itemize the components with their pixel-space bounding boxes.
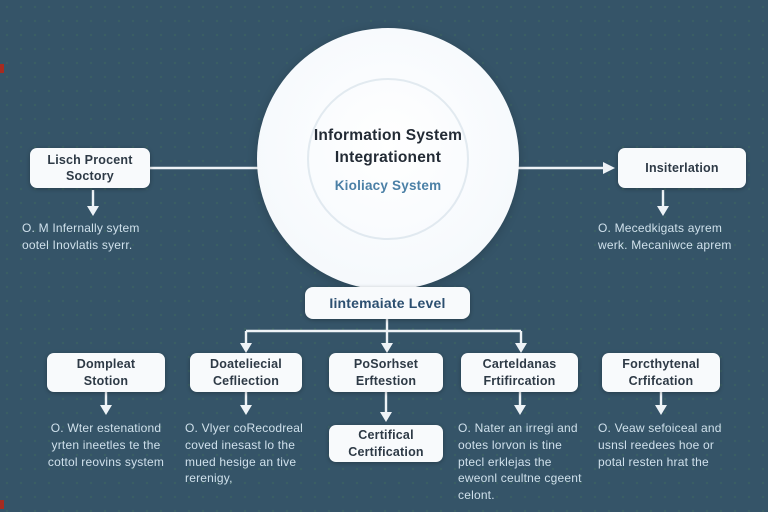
arrow-down-icon (240, 343, 252, 353)
central-circle: Information System Integrationent Kiolia… (257, 28, 519, 290)
node-bottom-4-label: Carteldanas Frtifircation (482, 357, 557, 388)
arrow-right-icon (603, 162, 615, 174)
node-certification-sub: Certifical Certification (329, 425, 443, 462)
node-bottom-2: Doateliecial Cefliection (190, 353, 302, 392)
arrow-down-icon (380, 412, 392, 422)
caption-bottom-1: O. Wter estenationd yrten ineetles te th… (47, 421, 165, 469)
inner-ring (307, 78, 469, 240)
node-bottom-4: Carteldanas Frtifircation (461, 353, 578, 392)
node-bottom-1-label: Dompleat Stotion (76, 357, 136, 388)
node-bottom-5-label: Forcthytenal Crfifcation (622, 357, 700, 388)
node-bottom-1: Dompleat Stotion (47, 353, 165, 392)
node-left-label: Lisch Procent Soctory (47, 152, 133, 183)
intermediate-level-box: Iintemaiate Level (305, 287, 470, 319)
node-right-label: Insiterlation (645, 160, 719, 175)
arrow-down-icon (381, 343, 393, 353)
arrow-down-icon (657, 206, 669, 216)
arrow-down-icon (515, 343, 527, 353)
node-certification-sub-label: Certifical Certification (348, 428, 424, 459)
caption-bottom-5: O. Veaw sefoiceal and usnsl reedees hoe … (598, 421, 722, 469)
caption-right: O. Mecedkigats ayrem werk. Mecaniwce apr… (598, 221, 732, 252)
red-artifact-dot (0, 500, 4, 509)
circle-subtitle: Kioliacy System (334, 178, 442, 194)
node-bottom-3-label: PoSorhset Erftestion (353, 357, 419, 388)
node-bottom-2-label: Doateliecial Cefliection (210, 357, 282, 388)
node-left: Lisch Procent Soctory (30, 148, 150, 188)
intermediate-level-label: Iintemaiate Level (329, 294, 446, 311)
caption-bottom-4: O. Nater an irregi and ootes lorvon is t… (458, 421, 582, 503)
circle-title: Information System Integrationent (313, 126, 463, 166)
arrow-down-icon (514, 405, 526, 415)
red-artifact-dot (0, 64, 4, 73)
caption-left: O. M Infernally sytem ootel Inovlatis sy… (22, 221, 140, 252)
arrow-down-icon (100, 405, 112, 415)
arrow-down-icon (240, 405, 252, 415)
node-bottom-5: Forcthytenal Crfifcation (602, 353, 720, 392)
node-bottom-3: PoSorhset Erftestion (329, 353, 443, 392)
arrow-down-icon (655, 405, 667, 415)
node-right: Insiterlation (618, 148, 746, 188)
arrow-down-icon (87, 206, 99, 216)
caption-bottom-2: O. Vlyer coRecodreal coved inesast lo th… (185, 421, 304, 486)
